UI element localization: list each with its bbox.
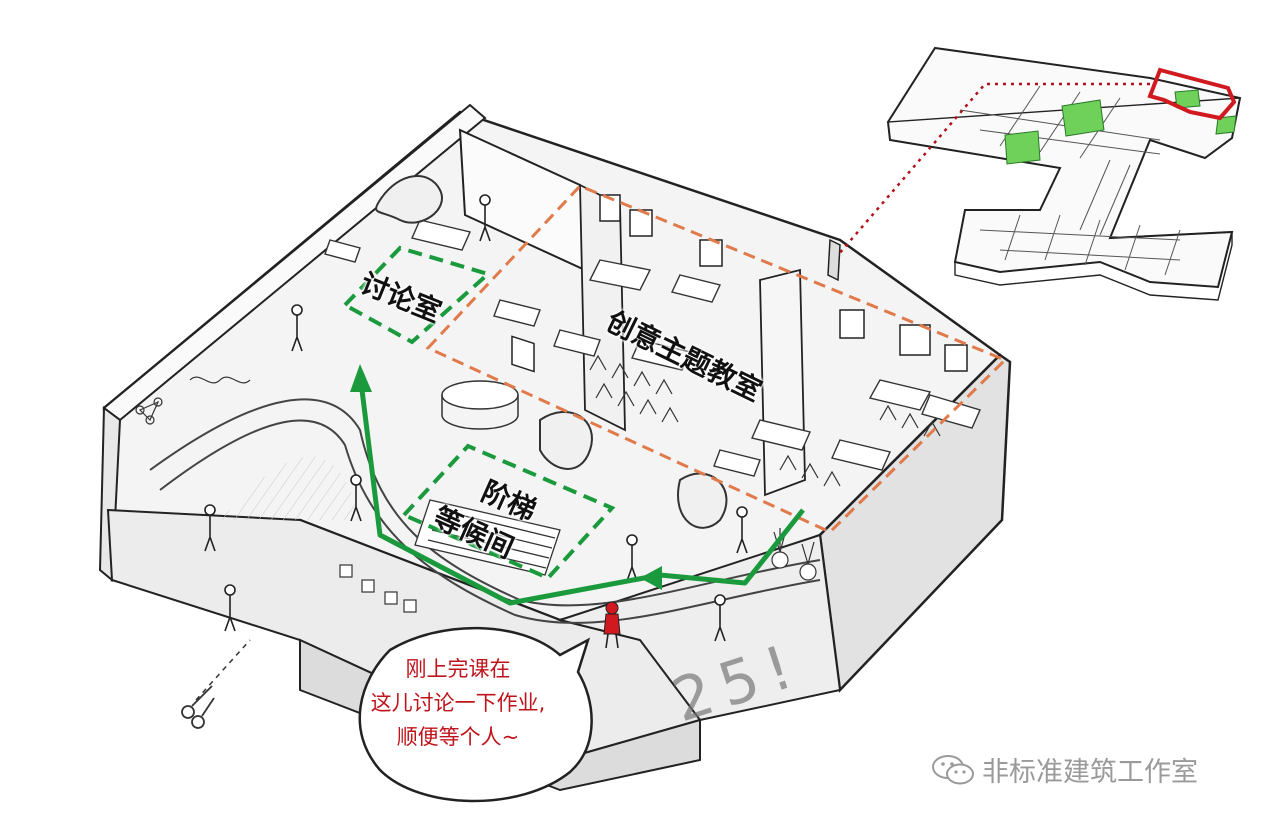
plan-green-room-2: [1004, 130, 1041, 165]
speech-line-2: 这儿讨论一下作业,: [370, 691, 546, 715]
floor-plan-inset: [886, 46, 1242, 301]
stair-waiting-zone: [400, 443, 616, 581]
route-arrow-icon: [350, 364, 805, 606]
scissors-icon: [181, 685, 215, 729]
speech-bubble-text: 刚上完课在 这儿讨论一下作业, 顺便等个人~: [338, 652, 578, 754]
plan-green-room-1: [1061, 99, 1105, 137]
speech-bubble: [358, 626, 593, 803]
plan-highlight-red: [1147, 67, 1237, 121]
speech-line-3: 顺便等个人~: [396, 725, 520, 749]
plan-green-room-4: [1215, 115, 1237, 135]
speech-line-1: 刚上完课在: [405, 657, 511, 681]
wechat-icon: [932, 754, 974, 784]
watermark-text: 非标准建筑工作室: [982, 757, 1198, 788]
plan-green-room-3: [1174, 89, 1201, 109]
building-axonometric: [98, 103, 1012, 792]
discussion-room-zone: [341, 245, 493, 345]
creative-classroom-zone: [425, 184, 1008, 534]
highlighted-person-icon: [603, 601, 621, 649]
watermark: 非标准建筑工作室: [930, 750, 1198, 789]
cut-line: [195, 639, 251, 701]
